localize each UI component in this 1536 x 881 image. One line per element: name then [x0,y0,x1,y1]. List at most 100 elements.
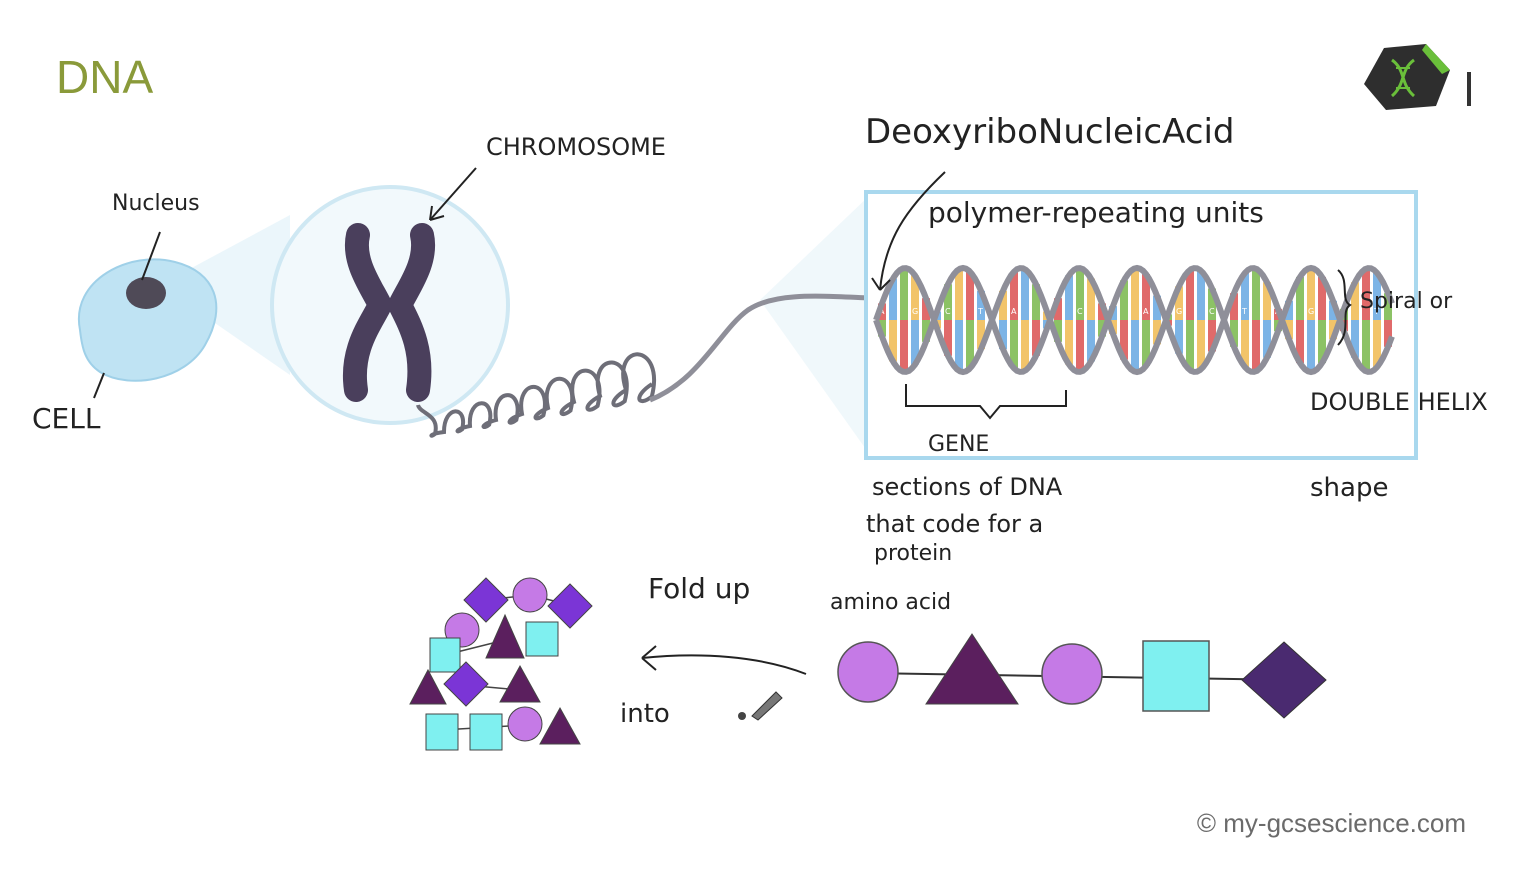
base-pair [1010,320,1018,369]
base-pair [1384,293,1392,320]
base-pair [1351,282,1359,320]
base-pair [1153,320,1161,345]
base-pair [1351,320,1359,358]
base-pair [1120,280,1128,320]
base-pair [1142,320,1150,366]
base-letter: T [1241,307,1247,316]
base-pair [900,268,908,320]
folded-diamond [547,583,593,629]
base-pair [1208,320,1216,352]
amino-acid-circle [1041,643,1103,705]
chromosome-arm-right [386,223,436,402]
base-pair [1208,288,1216,320]
base-pair [1131,268,1139,320]
base-pair [1362,268,1370,320]
base-letter: G [1308,307,1314,316]
folded-square [425,713,459,751]
base-pair [922,320,930,342]
page-title: DNA [56,51,154,103]
dna-full-name: DeoxyriboNucleicAcid [865,112,1234,152]
helix-strand-a [873,264,1395,376]
polymer-pointer [879,171,946,291]
base-pair [1230,320,1238,347]
base-pair [889,278,897,320]
base-letter: G [1176,307,1182,316]
fold-label: Fold up [648,572,750,605]
folded-square [429,637,461,673]
base-pair [1065,320,1073,365]
shape-label: shape [1310,473,1388,503]
base-pair [1197,320,1205,370]
base-pair [977,290,985,320]
cell-shape [77,258,218,382]
base-pair [1186,320,1194,371]
base-pair [955,320,963,371]
base-pair [955,269,963,320]
amino-acid-square [1142,640,1210,712]
base-pair [1329,320,1337,340]
spiral-brace [1337,269,1352,346]
gene-label: GENE [928,432,989,457]
folded-triangle [485,613,525,659]
amino-acid-label: amino acid [830,590,951,615]
base-pair [977,320,985,350]
base-pair [900,320,908,372]
base-pair [1318,276,1326,320]
base-pair [966,320,974,369]
base-pair [1285,300,1293,320]
folded-triangle [409,668,447,705]
folded-triangle [539,706,581,745]
base-pair [1054,298,1062,320]
amino-acid-diamond [1241,641,1327,719]
base-pair [1373,272,1381,320]
base-pair [1362,320,1370,372]
base-pair [1010,271,1018,320]
spiral-label: Spiral or [1360,289,1453,314]
copyright-credit: © my-gcsescience.com [1196,808,1466,838]
base-pair [1241,320,1249,368]
base-pair [1087,278,1095,320]
base-pair [1230,293,1238,320]
base-pair [999,320,1007,350]
dna-logo-icon [1364,44,1450,110]
base-letter: C [1077,307,1083,316]
into-label: into [620,699,670,729]
base-pair [1175,320,1183,354]
base-letter: G [912,307,918,316]
base-pair [1252,320,1260,372]
cell-pointer [93,372,105,399]
gene-desc-line-1: sections of DNA [872,473,1063,501]
base-pair [1197,270,1205,320]
cell-label: CELL [32,402,101,435]
pencil-icon [738,691,783,721]
double-helix-label: DOUBLE HELIX [1310,388,1488,416]
folded-square [469,713,503,751]
base-pair [922,298,930,320]
base-pair [911,320,919,365]
dna-coil [416,352,656,438]
amino-acid-circle [837,641,899,703]
base-pair [1076,320,1084,372]
chromosome-arm-left [342,223,394,402]
chromosome-pointer [429,167,477,221]
folded-diamond [443,661,489,707]
base-letter: A [1143,307,1149,316]
base-letter: C [1209,307,1215,316]
base-pair [1131,320,1139,372]
base-pair [1263,282,1271,320]
base-letter: C [945,307,951,316]
base-pair [944,284,952,320]
base-pair [1065,275,1073,320]
gene-desc-line-2: that code for a [866,510,1043,538]
base-pair [1263,320,1271,358]
base-pair [889,320,897,362]
base-pair [1285,320,1293,340]
polymer-arrowhead [871,277,891,291]
base-pair [1318,320,1326,364]
zoom-cone-cell [160,215,290,375]
base-pair [944,320,952,356]
base-pair [1296,320,1304,364]
